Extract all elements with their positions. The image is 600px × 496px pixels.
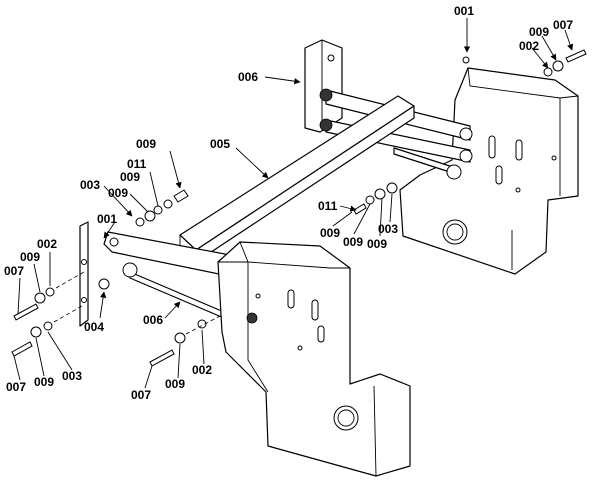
callout-010-right: 009: [367, 237, 387, 251]
front-mounting-bracket: [217, 241, 411, 477]
callout-002-top: 002: [519, 39, 539, 53]
callout-008-left: 007: [4, 264, 24, 278]
hardware-front-bolt: [149, 315, 221, 367]
hardware-upper-left: [135, 189, 189, 227]
callout-010-bottom-left: 009: [34, 375, 54, 389]
rear-mounting-bracket: [399, 67, 579, 275]
callout-002-left: 002: [37, 237, 57, 251]
callout-009-right-a: 009: [320, 226, 340, 240]
callout-010-upper: 009: [108, 186, 128, 200]
callout-001-top: 001: [454, 4, 474, 18]
callout-004: 004: [84, 320, 104, 334]
callout-009-right-b: 009: [343, 235, 363, 249]
callout-007: 006: [143, 313, 163, 327]
callout-003-bottom-left: 003: [62, 369, 82, 383]
callout-002-bottom: 002: [192, 363, 212, 377]
hardware-top-right: [462, 49, 587, 77]
callout-006: 006: [238, 70, 258, 84]
leader-lines: [99, 18, 574, 319]
callout-009-upper: 009: [136, 137, 156, 151]
bottom-leaders: [13, 171, 393, 389]
hardware-right-stack: [353, 182, 398, 215]
callout-005: 005: [210, 137, 230, 151]
crossbar-005: [179, 95, 415, 263]
callout-labels: 001 007 009 002 006 005 009 011 009 003 …: [4, 4, 573, 402]
callout-010-left: 009: [20, 250, 40, 264]
upright-mount-006: [304, 39, 343, 133]
threaded-rod-007: [122, 147, 462, 325]
callout-011-upper: 011: [127, 157, 147, 171]
callout-010-top: 009: [529, 25, 549, 39]
callout-011-right: 011: [318, 199, 338, 213]
callout-008-bottom: 007: [131, 388, 151, 402]
callout-001-left: 001: [97, 212, 117, 226]
callout-003-right: 003: [378, 222, 398, 236]
callout-009-mid: 009: [120, 170, 140, 184]
callout-008-bottom-left: 007: [6, 380, 26, 394]
callout-003-upper: 003: [80, 178, 100, 192]
hardware-left-bolts: [11, 271, 110, 357]
callout-008-top: 007: [553, 18, 573, 32]
callout-010-bottom: 009: [165, 377, 185, 391]
left-side-plate: [79, 221, 89, 327]
